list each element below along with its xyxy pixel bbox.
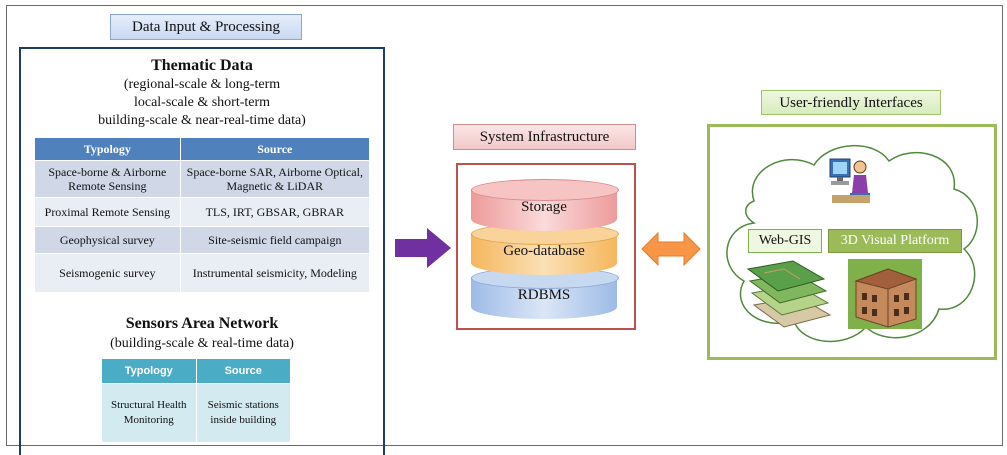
table-row: Seismogenic survey Instrumental seismici… — [34, 253, 371, 293]
geodatabase-label: Geo-database — [503, 243, 585, 259]
thematic-header-typology: Typology — [34, 137, 181, 161]
sensors-header-typology: Typology — [101, 358, 197, 384]
table-row: Geophysical survey Site-seismic field ca… — [34, 226, 371, 254]
building-3d-icon — [848, 259, 922, 329]
typology-cell: Proximal Remote Sensing — [34, 197, 181, 227]
sensors-subtitle: (building-scale & real-time data) — [110, 336, 294, 351]
sensors-title: Sensors Area Network — [125, 315, 279, 332]
source-cell: Site-seismic field campaign — [179, 226, 371, 254]
typology-cell: Structural Health Monitoring — [101, 383, 197, 443]
thematic-table: Typology Source Space-borne & Airborne R… — [34, 137, 371, 293]
bidirectional-arrow-icon — [641, 231, 701, 267]
infrastructure-stack: RDBMS Geo-database Storage — [456, 163, 636, 330]
thematic-header-source: Source — [179, 137, 371, 161]
table-row: Structural Health Monitoring Seismic sta… — [101, 383, 291, 443]
sensors-table: Typology Source Structural Health Monito… — [101, 358, 291, 443]
storage-label: Storage — [521, 199, 567, 215]
thematic-line-2: local-scale & short-term — [133, 95, 271, 110]
source-cell: Instrumental seismicity, Modeling — [179, 253, 371, 293]
user-computer-icon — [829, 158, 870, 203]
geodatabase-layer: Geo-database — [471, 223, 619, 275]
flow-arrow-icon — [395, 228, 451, 268]
visual-platform-label: 3D Visual Platform — [828, 229, 962, 253]
user-interfaces-label: User-friendly Interfaces — [761, 90, 941, 115]
user-interfaces-panel: Web-GIS 3D Visual Platform — [707, 124, 997, 360]
gis-layers-icon — [746, 260, 832, 328]
thematic-line-3: building-scale & near-real-time data) — [98, 113, 306, 128]
thematic-line-1: (regional-scale & long-term — [123, 77, 281, 92]
diagram-frame — [6, 5, 1003, 446]
table-row: Space-borne & Airborne Remote Sensing Sp… — [34, 160, 371, 198]
typology-cell: Geophysical survey — [34, 226, 181, 254]
storage-layer: Storage — [471, 179, 619, 231]
sensors-header-source: Source — [195, 358, 291, 384]
rdbms-label: RDBMS — [517, 287, 571, 303]
source-cell: Seismic stations inside building — [195, 383, 291, 443]
data-input-label: Data Input & Processing — [110, 14, 302, 40]
thematic-data-title: Thematic Data — [151, 57, 253, 74]
source-cell: Space-borne SAR, Airborne Optical, Magne… — [179, 160, 371, 198]
typology-cell: Seismogenic survey — [34, 253, 181, 293]
table-row: Proximal Remote Sensing TLS, IRT, GBSAR,… — [34, 197, 371, 227]
web-gis-label: Web-GIS — [748, 229, 822, 253]
typology-cell: Space-borne & Airborne Remote Sensing — [34, 160, 181, 198]
data-input-panel: Thematic Data (regional-scale & long-ter… — [19, 47, 385, 455]
system-infrastructure-label: System Infrastructure — [453, 124, 636, 150]
rdbms-layer: RDBMS — [471, 267, 619, 319]
source-cell: TLS, IRT, GBSAR, GBRAR — [179, 197, 371, 227]
